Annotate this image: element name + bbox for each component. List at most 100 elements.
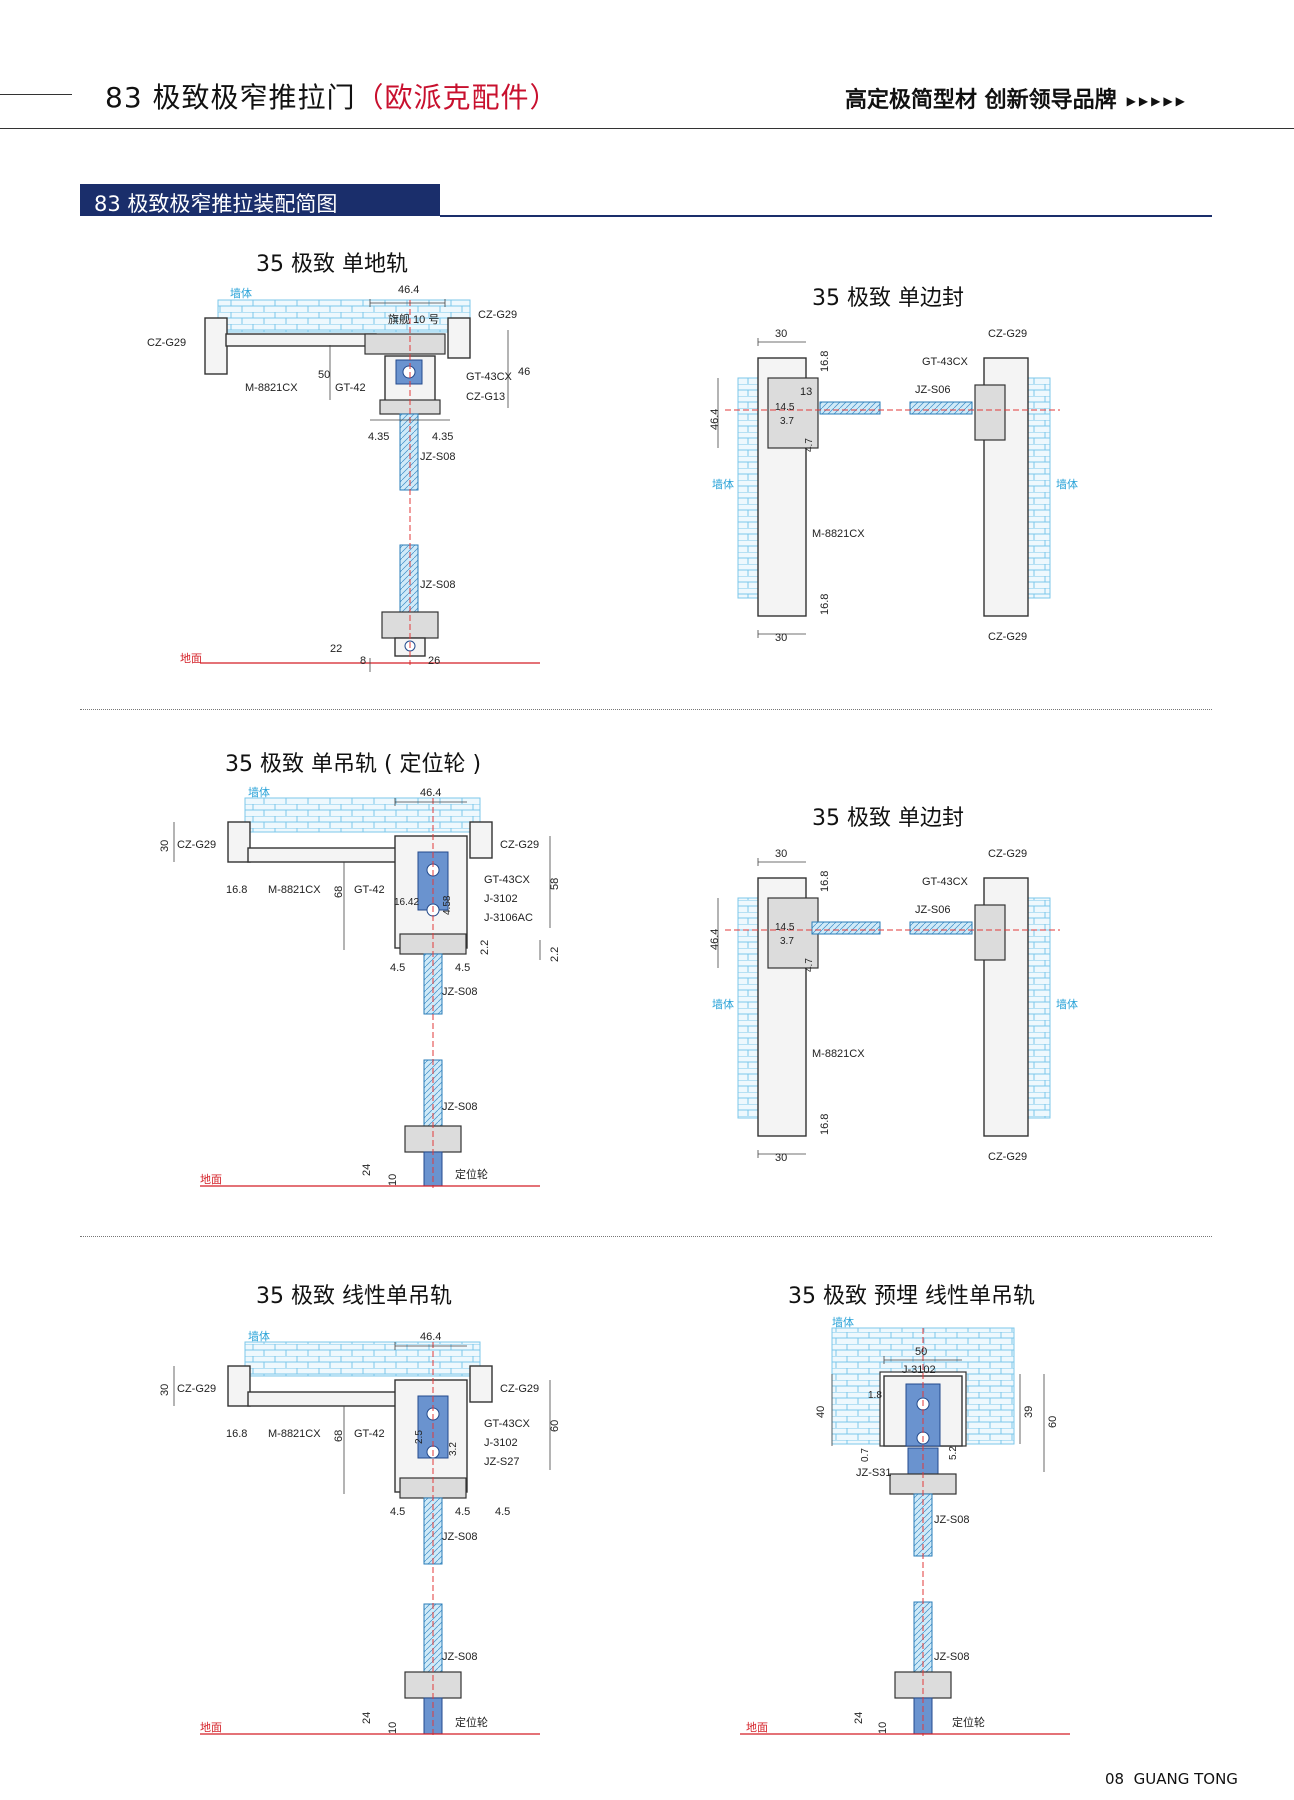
dim-16-8-bottom: 16.8 [819,1114,831,1135]
label-wall: 墙体 [230,286,252,300]
glass-left [811,921,881,935]
dim-50: 50 [915,1346,927,1358]
dim-10: 10 [387,1174,399,1186]
wall-block [244,797,481,833]
label-gt-43cx: GT-43CX [922,876,969,888]
dim-4-35-right: 4.35 [432,431,453,443]
header-divider [0,128,1294,129]
dim-1-8: 1.8 [868,1390,882,1401]
dim-16-8-top: 16.8 [819,351,831,372]
label-flagship: 旗舰 10 号 [388,312,439,326]
diagram-title-single-hanging-track: 35 极致 单吊轨 ( 定位轮 ) [225,752,482,777]
dim-46-4: 46.4 [420,1331,441,1343]
glass-right [909,921,973,935]
label-ground: 地面 [180,652,202,665]
label-wall-left: 墙体 [712,997,734,1011]
label-jz-s08-bottom: JZ-S08 [442,1101,477,1113]
arrow-icon: ▶▶▶▶▶ [1126,94,1188,108]
dim-24: 24 [361,1164,373,1176]
label-cz-g29-right: CZ-G29 [500,839,539,851]
label-gt-43cx: GT-43CX [484,1418,531,1430]
dim-46: 46 [518,366,530,378]
section-title: 83 极致极窄推拉装配简图 [94,192,338,216]
label-locating-wheel: 定位轮 [455,1715,488,1729]
label-gt-42: GT-42 [354,1428,385,1440]
dim-16-8: 16.8 [226,884,247,896]
frame-head [364,333,446,355]
dim-lines [831,1356,1045,1472]
interlock-left [767,377,819,449]
dim-30-bottom: 30 [775,1152,787,1164]
page-number: 08 [1105,1770,1125,1788]
page-title: 83 极致极窄推拉门（欧派克配件） [105,81,559,114]
dim-58: 58 [549,878,561,890]
dim-lines [329,330,509,672]
label-m-8821cx: M-8821CX [268,1428,321,1440]
section-title-rule [440,215,1212,217]
dim-13: 13 [800,386,812,398]
side-seal-right [447,317,471,359]
label-jz-s08-bottom: JZ-S08 [934,1651,969,1663]
dim-3-2: 3.2 [448,1442,459,1456]
label-locating-wheel: 定位轮 [455,1167,488,1181]
dim-4-35-left: 4.35 [368,431,389,443]
label-jz-s08-top: JZ-S08 [442,1531,477,1543]
side-seal-left [227,1365,251,1407]
dim-16-42: 16.42 [394,897,419,908]
dim-30: 30 [159,840,171,852]
label-wall: 墙体 [248,1329,270,1343]
dim-4-58: 4.58 [442,895,453,915]
interlock-left [767,897,819,969]
diagram-single-hanging-track: 墙体 46.4 CZ-G29 CZ-G29 30 16.8 M-8821CX 6… [159,785,561,1188]
sash-bottom-profile [404,1125,462,1153]
label-m-8821cx: M-8821CX [812,528,865,540]
frame-bottom [247,847,397,863]
dim-39: 39 [1023,1406,1035,1418]
row-separator-2 [80,1236,1212,1237]
glass-right [909,401,973,415]
dim-4-7: 4.7 [804,958,815,972]
label-jz-s06: JZ-S06 [915,384,950,396]
label-jz-s08-top: JZ-S08 [934,1514,969,1526]
label-j-3102: J-3102 [902,1364,936,1376]
diagram-linear-hanging-track: 墙体 46.4 CZ-G29 CZ-G29 30 16.8 M-8821CX 6… [159,1329,561,1736]
side-seal-left [227,821,251,863]
label-cz-g29-bottom: CZ-G29 [988,631,1027,643]
label-m-8821cx: M-8821CX [812,1048,865,1060]
label-locating-wheel: 定位轮 [952,1715,985,1729]
label-wall-left: 墙体 [712,477,734,491]
diagram-embedded-linear-hanging-track: 墙体 50 J-3102 1.8 40 39 60 0.7 5.2 JZ-S31… [740,1315,1070,1736]
dim-50: 50 [318,369,330,381]
dim-22: 22 [330,643,342,655]
label-wall: 墙体 [832,1315,854,1329]
interlock-right [974,384,1006,441]
interlock-right [974,904,1006,961]
diagram-single-side-seal: 30 16.8 13 14.5 3.7 4.7 46.4 墙体 墙体 M-882… [709,328,1078,644]
wall-block [244,1341,481,1377]
dim-30-bottom: 30 [775,632,787,644]
label-cz-g29-left: CZ-G29 [177,839,216,851]
dim-lines [173,798,551,960]
label-cz-g13: CZ-G13 [466,391,505,403]
label-gt-43cx: GT-43CX [466,371,513,383]
label-ground: 地面 [200,1173,222,1186]
dim-10: 10 [877,1722,889,1734]
label-wall-right: 墙体 [1056,997,1078,1011]
dim-14-5: 14.5 [775,922,795,933]
label-ground: 地面 [200,1721,222,1734]
roller-icon [402,365,416,379]
dim-46-4: 46.4 [398,284,419,296]
diagram-title-single-side-seal-2: 35 极致 单边封 [812,806,964,831]
dim-60: 60 [549,1420,561,1432]
dim-24: 24 [853,1712,865,1724]
label-jz-s27: JZ-S27 [484,1456,519,1468]
dim-lines [717,858,806,1158]
diagram-title-single-floor-track: 35 极致 单地轨 [256,252,408,277]
dim-30-top: 30 [775,848,787,860]
dim-26: 26 [428,655,440,667]
dim-68: 68 [333,886,345,898]
dim-30-top: 30 [775,328,787,340]
dim-14-5: 14.5 [775,402,795,413]
label-ground: 地面 [746,1721,768,1734]
label-j-3102: J-3102 [484,893,518,905]
